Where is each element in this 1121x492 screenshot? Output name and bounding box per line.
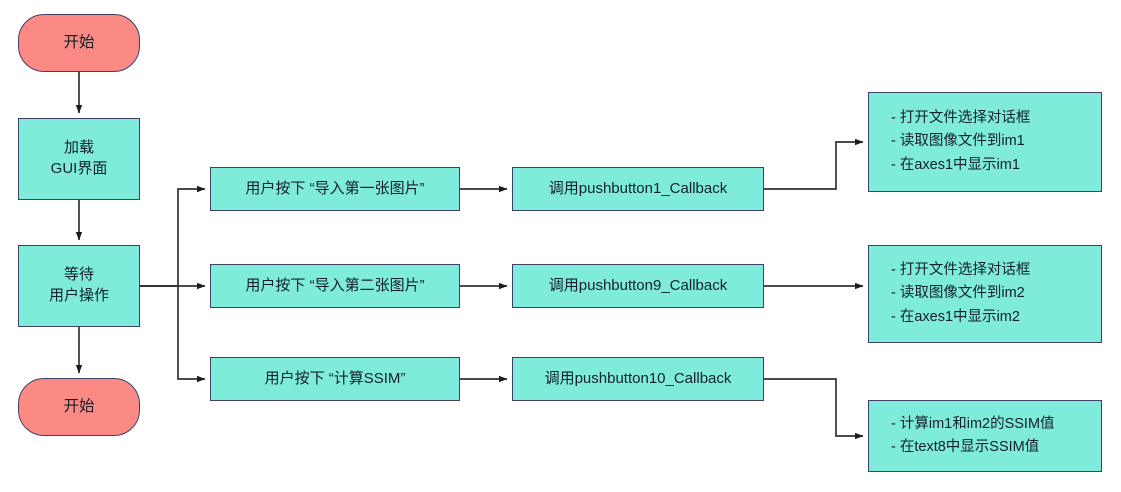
node-callback-pushbutton1[interactable]: 调用pushbutton1_Callback bbox=[512, 167, 764, 211]
node-action-import-first-image[interactable]: 用户按下 “导入第一张图片” bbox=[210, 167, 460, 211]
node-action-import-second-image[interactable]: 用户按下 “导入第二张图片” bbox=[210, 264, 460, 308]
node-load-gui-line-2: GUI界面 bbox=[50, 160, 108, 177]
edge-callback3-to-detail3 bbox=[764, 378, 864, 440]
node-action1-label: 用户按下 “导入第一张图片” bbox=[245, 179, 425, 197]
node-callback3-label: 调用pushbutton10_Callback bbox=[544, 369, 732, 387]
node-callback-pushbutton10[interactable]: 调用pushbutton10_Callback bbox=[512, 357, 764, 401]
edge-wait-to-action3 bbox=[140, 285, 206, 383]
node-load-gui[interactable]: 加载 GUI界面 bbox=[18, 118, 140, 200]
edge-wait-to-action1 bbox=[140, 185, 206, 287]
node-detail3-line-2: - 在text8中显示SSIM值 bbox=[891, 439, 1040, 455]
node-detail2-line-2: - 读取图像文件到im2 bbox=[891, 285, 1025, 302]
node-wait-user-line-2: 用户操作 bbox=[48, 287, 109, 304]
node-end[interactable]: 开始 bbox=[18, 378, 140, 436]
node-callback2-label: 调用pushbutton9_Callback bbox=[548, 276, 728, 294]
node-wait-user-line-1: 等待 bbox=[63, 266, 94, 284]
node-detail2-line-3: - 在axes1中显示im2 bbox=[891, 308, 1020, 325]
node-wait-user[interactable]: 等待 用户操作 bbox=[18, 245, 140, 327]
node-load-gui-line-1: 加载 bbox=[63, 139, 94, 157]
node-action2-label: 用户按下 “导入第二张图片” bbox=[245, 276, 425, 294]
node-callback-pushbutton9[interactable]: 调用pushbutton9_Callback bbox=[512, 264, 764, 308]
node-detail3-line-1: - 计算im1和im2的SSIM值 bbox=[891, 415, 1055, 432]
node-start-label: 开始 bbox=[63, 34, 95, 52]
node-end-label: 开始 bbox=[63, 398, 95, 416]
node-detail-compute-ssim[interactable]: - 计算im1和im2的SSIM值 - 在text8中显示SSIM值 bbox=[868, 400, 1102, 472]
node-action-compute-ssim[interactable]: 用户按下 “计算SSIM” bbox=[210, 357, 460, 401]
node-detail2-line-1: - 打开文件选择对话框 bbox=[891, 261, 1031, 278]
node-detail-import-second-image[interactable]: - 打开文件选择对话框 - 读取图像文件到im2 - 在axes1中显示im2 bbox=[868, 245, 1102, 343]
node-detail-import-first-image[interactable]: - 打开文件选择对话框 - 读取图像文件到im1 - 在axes1中显示im1 bbox=[868, 92, 1102, 192]
node-detail1-line-2: - 读取图像文件到im1 bbox=[891, 133, 1025, 150]
node-action3-label: 用户按下 “计算SSIM” bbox=[264, 369, 406, 387]
node-callback1-label: 调用pushbutton1_Callback bbox=[548, 179, 728, 197]
node-detail1-line-1: - 打开文件选择对话框 bbox=[891, 109, 1031, 126]
node-start[interactable]: 开始 bbox=[18, 14, 140, 72]
edge-callback1-to-detail1 bbox=[764, 138, 864, 190]
node-detail1-line-3: - 在axes1中显示im1 bbox=[891, 156, 1020, 173]
